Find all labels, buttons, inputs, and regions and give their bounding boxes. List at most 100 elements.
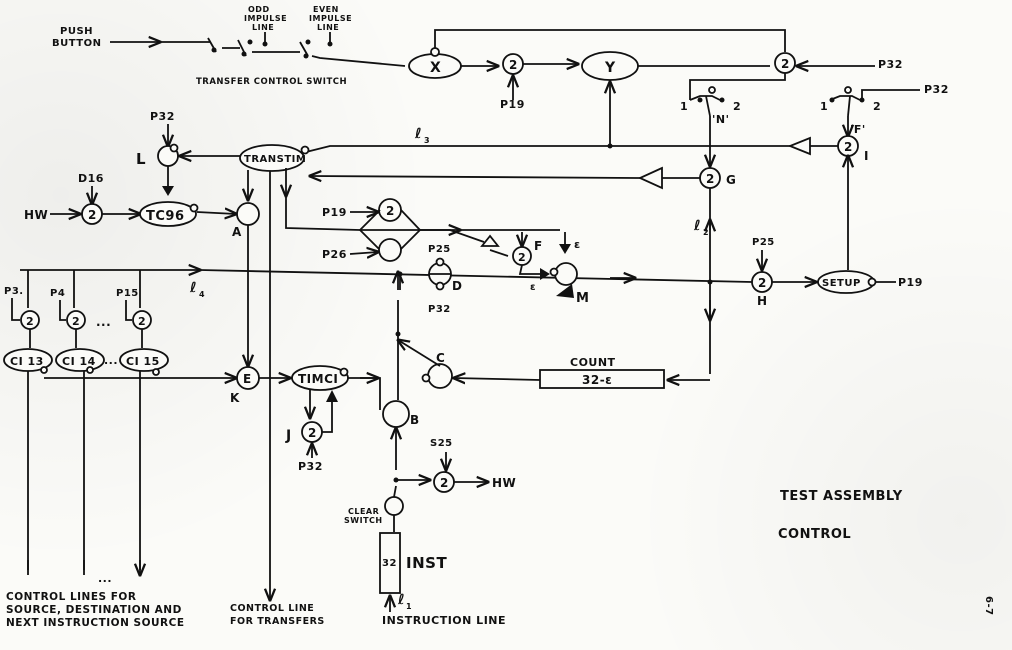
- p3-input: [11, 298, 20, 321]
- l4-label: ℓ: [189, 280, 197, 296]
- gate-2-label: 2: [308, 426, 317, 440]
- label-i: I: [864, 149, 869, 163]
- line-l3: [305, 145, 790, 153]
- ci15-unit[interactable]: [119, 348, 169, 372]
- p19-setup-label: P19: [898, 276, 923, 289]
- l2-sub: 2: [703, 228, 709, 237]
- f-input: [489, 249, 509, 257]
- title-line-1: TEST ASSEMBLY: [780, 489, 903, 504]
- dots-gates: ...: [96, 315, 111, 329]
- gate-c[interactable]: [427, 363, 453, 389]
- gate-d-inhibit-top: [435, 257, 445, 267]
- odd-impulse-label-1: ODD: [248, 5, 270, 14]
- gate-a[interactable]: [236, 202, 260, 226]
- tc96-label: TC96: [146, 209, 185, 224]
- p15-label: P15: [116, 288, 139, 299]
- count-label: COUNT: [570, 356, 616, 369]
- j-feedback: [322, 396, 333, 433]
- push-button-label-1: PUSH: [60, 26, 93, 37]
- d16-label: D16: [78, 172, 104, 185]
- count-value: 32-ε: [582, 373, 612, 387]
- j-feedback-arrow: [326, 390, 338, 402]
- p15-input: [125, 300, 132, 321]
- dots-bottom: ...: [98, 572, 112, 585]
- instruction-line-label: INSTRUCTION LINE: [382, 614, 506, 627]
- switch-n-label: 'N': [712, 113, 729, 126]
- transtim-unit[interactable]: [239, 144, 305, 172]
- ci14-unit[interactable]: [55, 348, 105, 372]
- p32-d-label: P32: [428, 304, 451, 315]
- gate-c-inhibit: [421, 373, 431, 383]
- gate-p26[interactable]: [378, 238, 402, 262]
- label-a: A: [232, 225, 242, 239]
- gate-2-label: 2: [781, 57, 790, 71]
- timci-label: TIMCI: [298, 372, 338, 386]
- count-register[interactable]: [539, 369, 665, 389]
- l3-label: ℓ: [414, 126, 422, 142]
- buffer-triangle-g: [637, 166, 663, 190]
- switch-f-one: 1: [820, 100, 828, 113]
- odd-impulse-label-3: LINE: [252, 23, 274, 32]
- gate-d-inhibit-bottom: [435, 281, 445, 291]
- gate-y-label: Y: [604, 60, 616, 76]
- l1-sub: 1: [406, 602, 412, 611]
- even-impulse-label-1: EVEN: [313, 5, 339, 14]
- switch-n[interactable]: [689, 86, 725, 117]
- p19-mid-label: P19: [322, 206, 347, 219]
- gate-m-inhibit: [549, 267, 559, 277]
- clear-switch-line: [393, 485, 397, 532]
- p26-label: P26: [322, 248, 347, 261]
- s25-label: S25: [430, 438, 453, 449]
- ci13-inhibit: [40, 366, 48, 374]
- impulse-leads: [264, 32, 331, 42]
- even-impulse-label-2: IMPULSE: [309, 14, 352, 23]
- gate-m[interactable]: [554, 262, 578, 286]
- gate-to-switch-n: [689, 73, 786, 100]
- ci15-label: CI 15: [126, 355, 160, 368]
- g-to-transtim: [310, 176, 641, 178]
- epsilon-right: ε: [574, 238, 581, 251]
- gate-x-inhibit: [430, 47, 440, 57]
- gate-2-label: 2: [26, 315, 34, 328]
- control-line-transfers-label-2: FOR TRANSFERS: [230, 616, 325, 627]
- label-f: F: [534, 239, 543, 253]
- transfer-control-switch[interactable]: [207, 37, 311, 59]
- tc96-unit[interactable]: [139, 201, 197, 227]
- switch-n-two: 2: [733, 100, 741, 113]
- switch-n-one: 1: [680, 100, 688, 113]
- label-c: C: [436, 351, 445, 365]
- gate-l-inhibit: [169, 143, 179, 153]
- even-impulse-label-3: LINE: [317, 23, 339, 32]
- f-out-arrow: [540, 268, 550, 280]
- label-l: L: [136, 150, 146, 168]
- clear-switch-label-1: CLEAR: [348, 507, 379, 516]
- p32-f-label: P32: [924, 83, 949, 96]
- push-button-label-2: BUTTON: [52, 38, 101, 49]
- label-b: B: [410, 413, 420, 427]
- gate-2-label: 2: [88, 208, 97, 222]
- label-d: D: [452, 279, 462, 293]
- p4-label: P4: [50, 288, 65, 299]
- gate-2-label: 2: [138, 315, 146, 328]
- gate-b[interactable]: [382, 400, 410, 428]
- gate-2-label: 2: [706, 172, 715, 186]
- inst-number: 32: [382, 558, 397, 569]
- l3-sub: 3: [424, 136, 430, 145]
- gate-2-label: 2: [509, 58, 518, 72]
- count-to-c: [454, 378, 541, 380]
- gate-x-label: X: [430, 60, 441, 76]
- setup-inhibit: [867, 277, 877, 287]
- epsilon-left: ε: [530, 282, 536, 293]
- p32-j-label: P32: [298, 460, 323, 473]
- flag-f: [480, 234, 500, 247]
- label-e: E: [243, 372, 252, 386]
- switch-f[interactable]: [829, 86, 865, 117]
- control-lines-label-1: CONTROL LINES FOR: [6, 591, 136, 603]
- p19-top-label: P19: [500, 98, 525, 111]
- transtim-label: TRANSTIM: [244, 154, 306, 165]
- p32-l-label: P32: [150, 110, 175, 123]
- inst-register[interactable]: [379, 532, 401, 594]
- clear-switch[interactable]: [384, 496, 404, 516]
